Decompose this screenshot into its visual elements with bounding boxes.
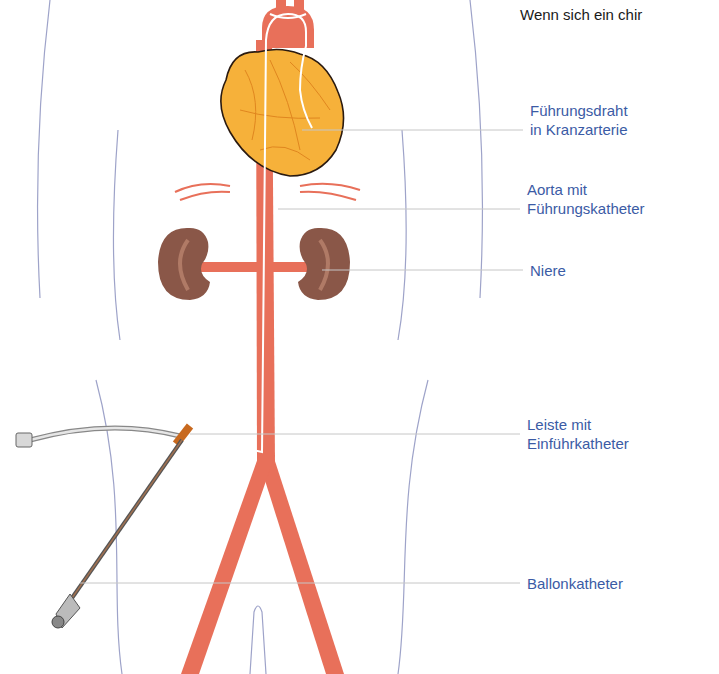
leader-lines	[80, 130, 523, 583]
caption-text: Wenn sich ein chir	[520, 5, 642, 24]
part-label: Niere	[530, 261, 566, 280]
guide-wire	[188, 14, 312, 452]
part-label: Führungsdraht in Kranzarterie	[530, 101, 642, 139]
catheter-instruments	[16, 426, 190, 628]
part-label: Aorta mit Führungskatheter	[527, 180, 655, 218]
heart	[221, 49, 344, 176]
part-label: Ballonkatheter	[527, 574, 623, 593]
body-outline	[38, 0, 483, 674]
aorta	[175, 0, 360, 674]
part-label: Leiste mit Einführkatheter	[527, 415, 655, 453]
kidneys	[158, 228, 350, 300]
